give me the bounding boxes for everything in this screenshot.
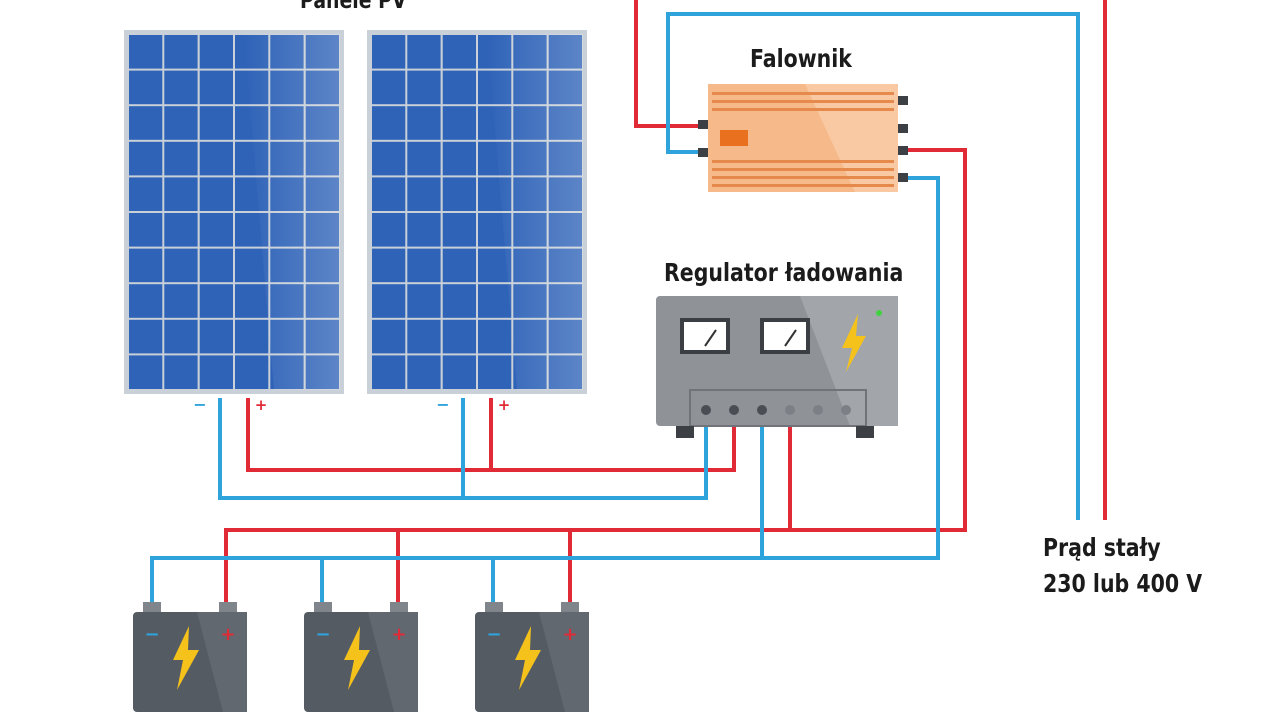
solar-panel-icon: −+ [124, 30, 344, 414]
charge-regulator-icon [656, 296, 898, 438]
minus-terminal-label: − [193, 395, 206, 414]
inverter-port [698, 120, 708, 129]
inverter-vent [712, 184, 894, 187]
inverter-vent [712, 160, 894, 163]
negative-wire [666, 12, 1080, 520]
batteries: −+−+−+ [133, 602, 589, 712]
inverter-vent [712, 176, 894, 179]
inverter-port [898, 173, 908, 182]
minus-terminal-label: − [486, 624, 501, 645]
inverter-port [898, 96, 908, 105]
inverter-vent [712, 100, 894, 103]
lightning-bolt-icon [173, 626, 199, 690]
panels-label: Panele PV [300, 0, 407, 14]
dc-label-line1: Prąd stały [1043, 533, 1161, 562]
inverter-display [720, 130, 748, 146]
solar-panels: −+−+ [124, 30, 587, 414]
plus-terminal-label: + [220, 624, 235, 645]
minus-terminal-label: − [144, 624, 159, 645]
inverter-icon [698, 84, 908, 192]
inverter-vent [712, 92, 894, 95]
minus-terminal-label: − [315, 624, 330, 645]
positive-wire [634, 0, 708, 128]
battery-icon: −+ [475, 602, 589, 712]
battery-icon: −+ [304, 602, 418, 712]
minus-terminal-label: − [436, 395, 449, 414]
wiring [150, 0, 1107, 612]
lightning-bolt-icon [515, 626, 541, 690]
solar-panel-icon: −+ [367, 30, 587, 414]
lightning-bolt-icon [344, 626, 370, 690]
inverter-vent [712, 168, 894, 171]
inverter-port [898, 124, 908, 133]
battery-icon: −+ [133, 602, 247, 712]
plus-terminal-label: + [498, 396, 511, 414]
plus-terminal-label: + [391, 624, 406, 645]
negative-wire [150, 176, 940, 612]
inverter-port [698, 148, 708, 157]
inverter-port [898, 146, 908, 155]
dc-label-line2: 230 lub 400 V [1043, 569, 1203, 598]
inverter-vent [712, 108, 894, 111]
gauge-icon [760, 318, 810, 354]
regulator-label: Regulator ładowania [664, 258, 904, 287]
plus-terminal-label: + [562, 624, 577, 645]
lightning-bolt-icon [842, 314, 866, 372]
plus-terminal-label: + [255, 396, 268, 414]
gauge-icon [680, 318, 730, 354]
status-led [876, 310, 882, 316]
inverter-label: Falownik [750, 44, 852, 73]
